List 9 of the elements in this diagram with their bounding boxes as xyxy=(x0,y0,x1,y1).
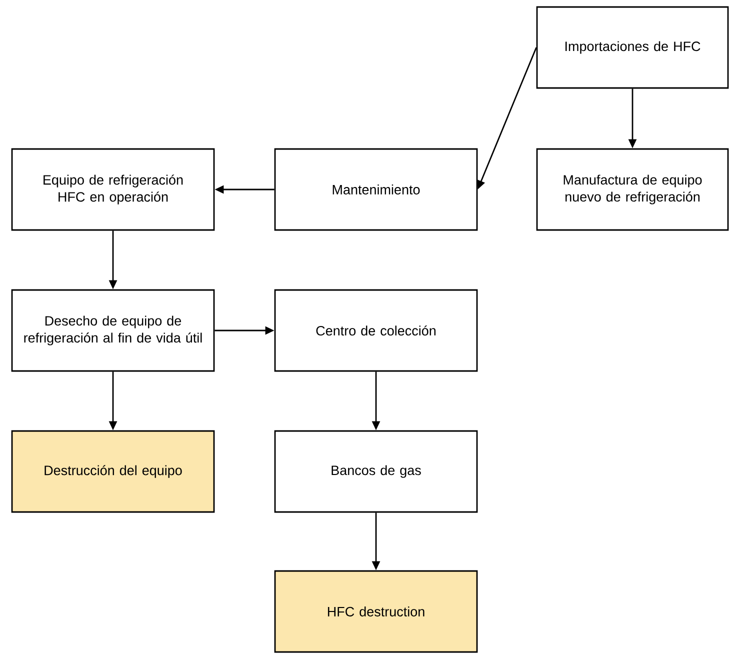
process-box: Manufactura de equipo nuevo de refrigeración xyxy=(536,148,729,231)
process-box: Mantenimiento xyxy=(274,148,478,231)
process-box: Bancos de gas xyxy=(274,430,478,513)
process-box: HFC destruction xyxy=(274,570,478,653)
process-box: Centro de colección xyxy=(274,289,478,372)
process-box: Equipo de refrigeración HFC en operación xyxy=(11,148,215,231)
process-box: Desecho de equipo de refrigeración al fin de vida útil xyxy=(11,289,215,372)
process-box: Destrucción del equipo xyxy=(11,430,215,513)
process-box: Importaciones de HFC xyxy=(536,6,729,89)
